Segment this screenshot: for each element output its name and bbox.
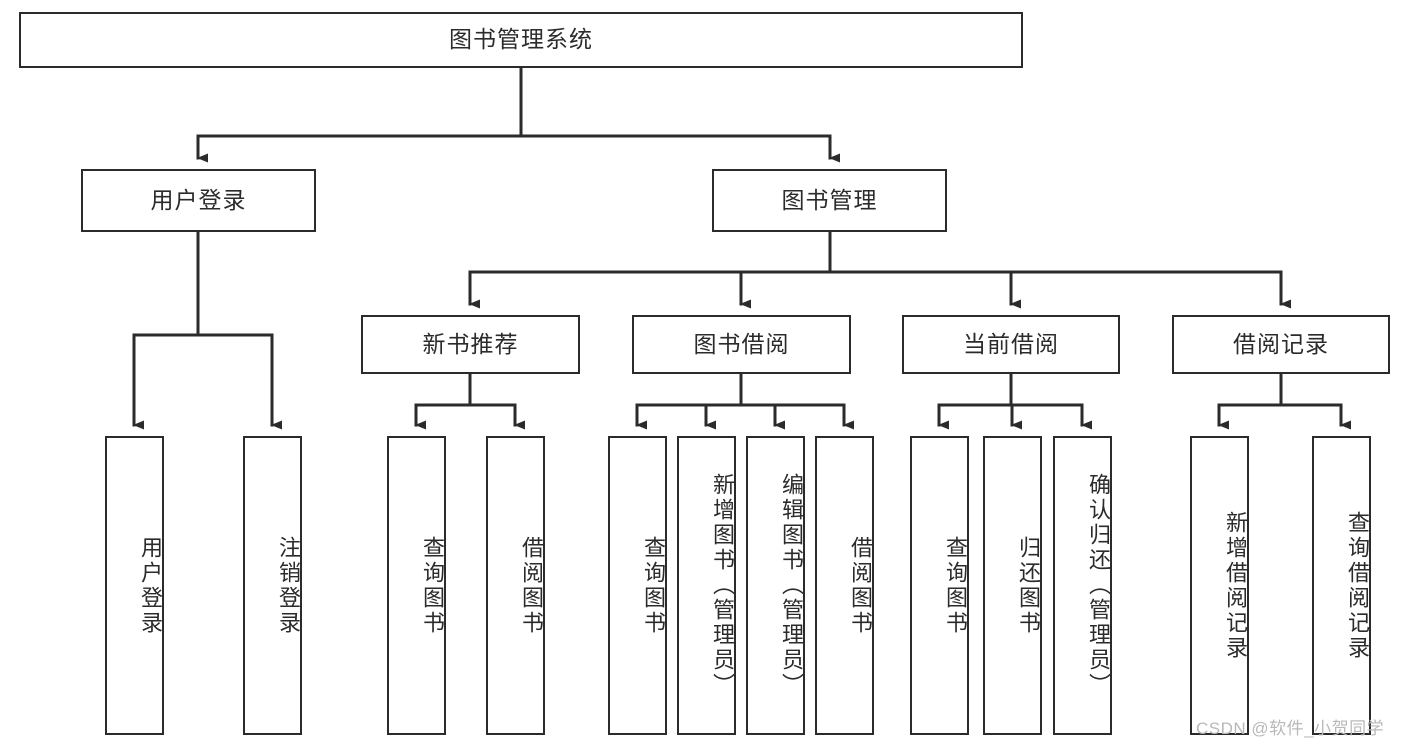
node-label: 注销登录: [276, 535, 301, 636]
level2-node[interactable]: 当前借阅: [902, 315, 1120, 374]
level1-node[interactable]: 图书管理: [712, 169, 947, 232]
node-label: 借阅图书: [519, 535, 544, 636]
leaf-node[interactable]: 新增图书（管理员）: [677, 436, 736, 735]
node-label: 借阅记录: [1233, 330, 1329, 357]
node-label: 编辑图书（管理员）: [779, 473, 804, 698]
leaf-node[interactable]: 新增借阅记录: [1190, 436, 1249, 735]
csdn-watermark: CSDN @软件_小贺同学: [1196, 719, 1385, 738]
level2-node[interactable]: 借阅记录: [1172, 315, 1390, 374]
leaf-node[interactable]: 归还图书: [983, 436, 1042, 735]
node-label: 查询图书: [641, 535, 666, 636]
node-label: 图书管理系统: [449, 26, 593, 53]
leaf-node[interactable]: 查询图书: [608, 436, 667, 735]
node-label: 用户登录: [150, 186, 247, 213]
leaf-node[interactable]: 注销登录: [243, 436, 302, 735]
node-label: 归还图书: [1016, 535, 1041, 636]
root-node[interactable]: 图书管理系统: [19, 12, 1023, 68]
node-label: 图书管理: [781, 186, 878, 213]
leaf-node[interactable]: 借阅图书: [815, 436, 874, 735]
node-label: 查询借阅记录: [1345, 510, 1370, 661]
node-label: 查询图书: [420, 535, 445, 636]
level1-node[interactable]: 用户登录: [81, 169, 316, 232]
leaf-node[interactable]: 确认归还（管理员）: [1053, 436, 1112, 735]
leaf-node[interactable]: 用户登录: [105, 436, 164, 735]
node-label: 确认归还（管理员）: [1086, 473, 1111, 698]
node-label: 新书推荐: [422, 330, 519, 357]
node-label: 用户登录: [138, 535, 163, 636]
leaf-node[interactable]: 借阅图书: [486, 436, 545, 735]
node-label: 查询图书: [943, 535, 968, 636]
leaf-node[interactable]: 查询图书: [387, 436, 446, 735]
leaf-node[interactable]: 查询图书: [910, 436, 969, 735]
level2-node[interactable]: 图书借阅: [632, 315, 851, 374]
level2-node[interactable]: 新书推荐: [361, 315, 580, 374]
leaf-node[interactable]: 编辑图书（管理员）: [746, 436, 805, 735]
node-label: 当前借阅: [963, 330, 1059, 357]
node-label: 新增图书（管理员）: [710, 473, 735, 698]
node-label: 新增借阅记录: [1223, 510, 1248, 661]
node-label: 借阅图书: [848, 535, 873, 636]
leaf-node[interactable]: 查询借阅记录: [1312, 436, 1371, 735]
node-label: 图书借阅: [693, 330, 790, 357]
